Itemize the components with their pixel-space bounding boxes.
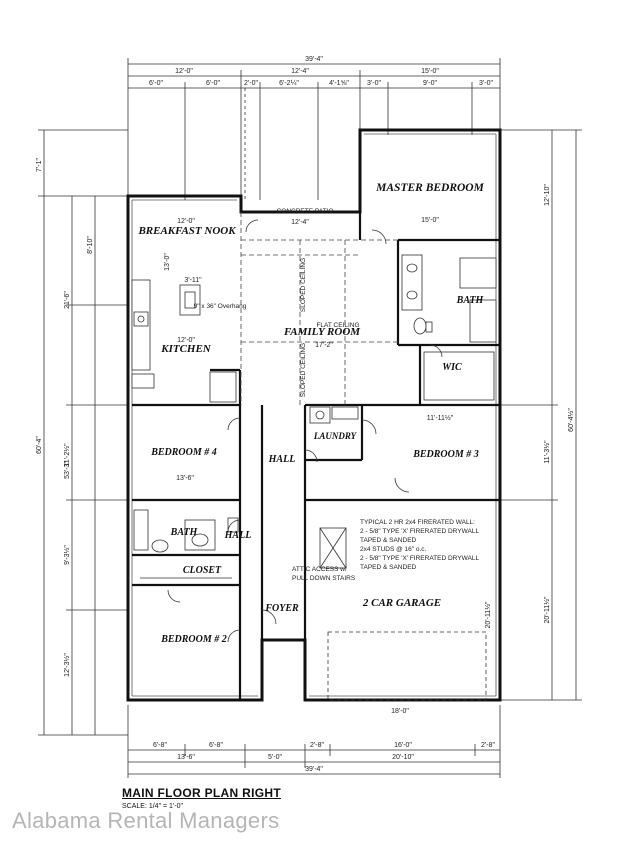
room-master-bath: BATH xyxy=(456,295,485,306)
room-laundry: LAUNDRY xyxy=(313,431,358,441)
dim-top-12-4: 12'-4" xyxy=(291,68,309,75)
wic-shelving xyxy=(423,351,495,401)
garage-features xyxy=(319,527,487,701)
dim-bottom-2-8a: 2'-8" xyxy=(310,742,324,749)
room-hall-1: HALL xyxy=(268,454,296,465)
dim-bottom-overall: 39'-4" xyxy=(305,766,323,773)
plan-scale: SCALE: 1/4" = 1'-0" xyxy=(122,803,183,810)
dim-left-53-3: 53'-3" xyxy=(64,461,71,479)
left-dimension-lines xyxy=(38,129,128,736)
room-bath-2: BATH xyxy=(170,527,199,538)
dim-top-6-0a: 6'-0" xyxy=(149,80,163,87)
dim-top-15-0: 15'-0" xyxy=(421,68,439,75)
door-swings xyxy=(167,219,443,643)
label-attic-access: ATTIC ACCESS w/ xyxy=(292,566,347,573)
dim-top-2-0: 2'-0" xyxy=(244,80,258,87)
dim-bottom-2-8b: 2'-8" xyxy=(481,742,495,749)
dim-top-4-1: 4'-1⅝" xyxy=(329,80,349,87)
dim-bottom-20-10: 20'-10" xyxy=(392,754,414,761)
ceiling-lines xyxy=(240,212,398,405)
dim-garage-width: 18'-0" xyxy=(391,708,409,715)
dim-top-3-0a: 3'-0" xyxy=(367,80,381,87)
dim-top-9-0: 9'-0" xyxy=(423,80,437,87)
bottom-dimension-lines xyxy=(127,705,501,778)
dim-kitchen-island: 3'-11" xyxy=(184,277,202,284)
dim-top-6-2: 6'-2¼" xyxy=(279,80,299,87)
room-bedroom-3: BEDROOM # 3 xyxy=(412,449,479,460)
firewall-line: 2x4 STUDS @ 16" o.c. xyxy=(360,546,427,553)
floor-plan: 39'-4" 12'-0" 12'-4" 15'-0" 6'-0" 6'-0" … xyxy=(36,56,582,778)
dim-right-20-11: 20'-11½" xyxy=(543,596,551,624)
label-sloped-ceiling-2: SLOPED CEILING xyxy=(300,343,307,397)
dim-patio-width: 12'-4" xyxy=(291,219,309,226)
bath2-fixtures xyxy=(133,509,239,553)
firewall-line: 2 - 5/8" TYPE 'X' FIRERATED DRYWALL xyxy=(360,528,479,535)
plan-title: MAIN FLOOR PLAN RIGHT xyxy=(122,786,281,800)
firewall-note: TYPICAL 2 HR 2x4 FIRERATED WALL: 2 - 5/8… xyxy=(360,519,479,571)
dim-family-width: 17'-2" xyxy=(315,342,333,349)
firewall-line: TAPED & SANDED xyxy=(360,564,417,571)
dim-left-11-2: 11'-2½" xyxy=(63,443,71,467)
right-dimension-lines xyxy=(500,129,582,701)
master-bath-fixtures xyxy=(401,254,497,343)
room-wic: WIC xyxy=(442,362,462,373)
dim-left-9-3: 9'-3½" xyxy=(63,545,71,565)
room-breakfast-nook: BREAKFAST NOOK xyxy=(137,225,236,237)
dim-bottom-6-8b: 6'-8" xyxy=(209,742,223,749)
laundry-fixtures xyxy=(309,406,359,424)
dim-left-overall: 60'-4" xyxy=(36,436,43,454)
dim-right-11-3: 11'-3½" xyxy=(543,440,551,464)
dim-master-width: 15'-0" xyxy=(421,217,439,224)
room-kitchen: KITCHEN xyxy=(160,343,212,355)
dim-bottom-13-6: 13'-6" xyxy=(177,754,195,761)
dim-top-12-0: 12'-0" xyxy=(175,68,193,75)
label-pull-down-stairs: PULL DOWN STAIRS xyxy=(292,575,356,582)
dim-left-8-10: 8'-10" xyxy=(87,236,94,254)
kitchen-counters xyxy=(131,279,237,403)
room-master-bedroom: MASTER BEDROOM xyxy=(375,182,484,194)
dim-bottom-6-8a: 6'-8" xyxy=(153,742,167,749)
dim-right-12-10: 12'-10" xyxy=(544,184,551,206)
room-hall-2: HALL xyxy=(224,530,252,541)
dim-kitchen-width: 12'-0" xyxy=(177,337,195,344)
room-closet: CLOSET xyxy=(183,565,222,576)
firewall-line: TYPICAL 2 HR 2x4 FIRERATED WALL: xyxy=(360,519,475,526)
dim-breakfast-height: 13'-0" xyxy=(164,253,171,271)
firewall-line: TAPED & SANDED xyxy=(360,537,417,544)
label-sloped-ceiling-1: SLOPED CEILING xyxy=(300,258,307,312)
dim-left-21-6: 21'-6" xyxy=(64,291,71,309)
room-2-car-garage: 2 CAR GARAGE xyxy=(362,597,441,609)
dim-top-6-0b: 6'-0" xyxy=(206,80,220,87)
dim-top-overall: 39'-4" xyxy=(305,56,323,63)
dim-bottom-5-0: 5'-0" xyxy=(268,754,282,761)
room-foyer: FOYER xyxy=(264,603,299,614)
dim-top-3-0b: 3'-0" xyxy=(479,80,493,87)
dim-breakfast-width: 12'-0" xyxy=(177,218,195,225)
dim-left-7-1: 7'-1" xyxy=(36,158,43,172)
room-bedroom-2: BEDROOM # 2 xyxy=(160,634,227,645)
dim-bottom-16-0: 16'-0" xyxy=(394,742,412,749)
dim-br4-width: 13'-6" xyxy=(176,475,194,482)
dim-left-12-3: 12'-3½" xyxy=(63,653,71,677)
room-family-room: FAMILY ROOM xyxy=(283,326,361,338)
room-bedroom-4: BEDROOM # 4 xyxy=(150,447,217,458)
dim-right-overall: 60'-4½" xyxy=(567,408,575,432)
dim-br3-width: 11'-11½" xyxy=(427,414,454,422)
label-concrete-patio: CONCRETE PATIO xyxy=(277,208,334,215)
label-flat-ceiling: FLAT CEILING xyxy=(316,322,359,329)
dim-garage-height: 20'-11½" xyxy=(484,601,492,629)
interior-walls xyxy=(132,212,500,700)
watermark: Alabama Rental Managers xyxy=(12,808,280,833)
firewall-line: 2 - 5/8" TYPE 'X' FIRERATED DRYWALL xyxy=(360,555,479,562)
label-overhang: 9" x 36" Overhang xyxy=(194,303,247,310)
